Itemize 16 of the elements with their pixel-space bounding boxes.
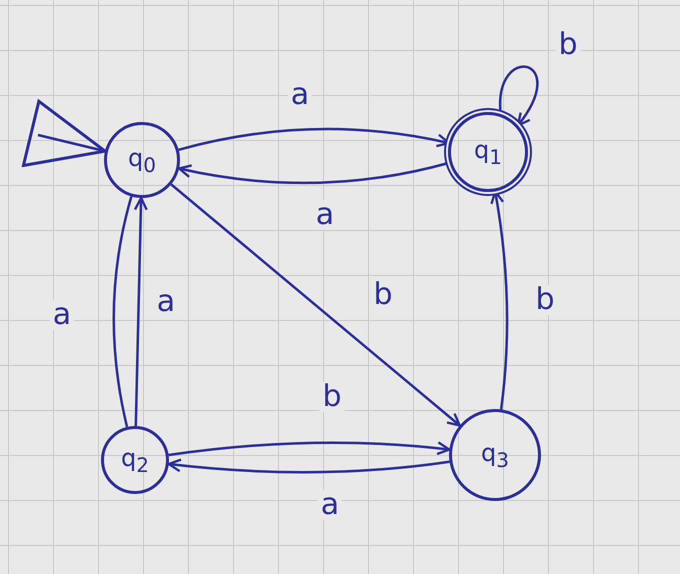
transition-arrow [168,441,450,456]
state-name: q$_{3}$ [481,440,509,470]
state-circle [104,122,180,198]
start-arrow [22,100,107,167]
self-loop-arrow [499,66,539,127]
state-name: q$_{0}$ [128,146,156,174]
transition-arrow [170,183,461,427]
transition-arrow [134,196,148,426]
transition-arrow [168,458,450,474]
state-name: q$_{1}$ [474,138,502,166]
edge-label: a [50,300,74,330]
edge-label: a [318,490,342,520]
state-circle [449,409,541,501]
state-circle [101,426,169,494]
state-name: q$_{2}$ [121,446,149,474]
edge-label: b [319,382,345,412]
